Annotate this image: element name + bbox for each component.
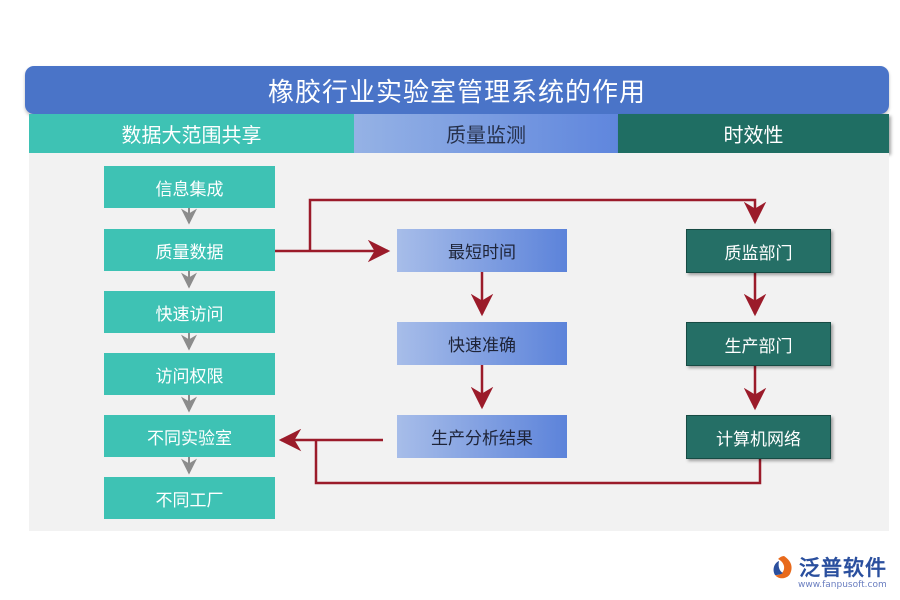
arrow-quality-to-qc-dept — [308, 198, 767, 251]
node-access-rights: 访问权限 — [104, 353, 275, 395]
header-quality-monitoring: 质量监测 — [354, 114, 618, 153]
header-timeliness: 时效性 — [618, 114, 889, 153]
node-different-labs: 不同实验室 — [104, 415, 275, 457]
logo-name: 泛普软件 — [799, 556, 887, 580]
node-info-integration: 信息集成 — [104, 166, 275, 208]
node-computer-network: 计算机网络 — [686, 415, 831, 459]
node-quality-data: 质量数据 — [104, 229, 275, 271]
node-qc-department: 质监部门 — [686, 229, 831, 273]
page-title: 橡胶行业实验室管理系统的作用 — [25, 66, 889, 114]
brand-logo: 泛普软件 www.fanpusoft.com — [770, 552, 894, 596]
arrow-network-loop — [314, 440, 762, 485]
node-different-factories: 不同工厂 — [104, 477, 275, 519]
node-fast-access: 快速访问 — [104, 291, 275, 333]
node-fast-accurate: 快速准确 — [397, 322, 567, 365]
node-production-results: 生产分析结果 — [397, 415, 567, 458]
logo-url: www.fanpusoft.com — [798, 580, 887, 590]
logo-icon — [773, 556, 792, 579]
header-data-sharing: 数据大范围共享 — [29, 114, 354, 153]
node-shortest-time: 最短时间 — [397, 229, 567, 272]
node-production-department: 生产部门 — [686, 322, 831, 366]
